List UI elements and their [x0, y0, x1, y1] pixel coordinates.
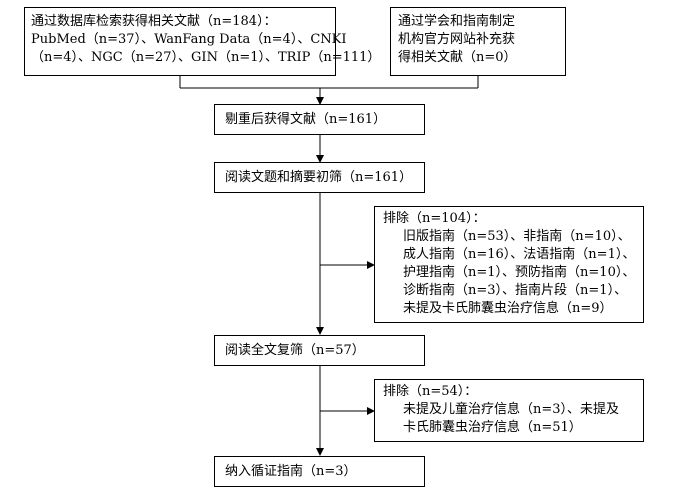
box-line: 阅读全文复筛（n=57）	[225, 343, 365, 358]
society-website-box: 通过学会和指南制定 机构官方网站补充获 得相关文献（n=0）	[390, 7, 566, 76]
included-guidelines-box: 纳入循证指南（n=3）	[214, 456, 425, 487]
fulltext-screen-box: 阅读全文复筛（n=57）	[214, 335, 425, 366]
exclusion-line: 旧版指南（n=53）、非指南（n=10）、	[403, 229, 631, 244]
box-line: 剔重后获得文献（n=161）	[225, 112, 387, 127]
box-line: （n=4）、NGC（n=27）、GIN（n=1）、TRIP（n=111）	[31, 50, 381, 65]
exclusion-line: 成人指南（n=16）、法语指南（n=1）、	[403, 247, 636, 262]
exclusion-line: 护理指南（n=1）、预防指南（n=10）、	[403, 265, 636, 280]
box-line: 阅读文题和摘要初筛（n=161）	[225, 170, 413, 185]
box-line: 得相关文献（n=0）	[398, 50, 517, 65]
dedup-box: 剔重后获得文献（n=161）	[214, 104, 425, 135]
exclusion-box-1: 排除（n=104）： 旧版指南（n=53）、非指南（n=10）、 成人指南（n=…	[374, 206, 644, 323]
box-line: 通过数据库检索获得相关文献（n=184）：	[31, 14, 277, 29]
box-line: 机构官方网站补充获	[398, 32, 516, 47]
box-line: 通过学会和指南制定	[398, 14, 516, 29]
exclusion-line: 未提及儿童治疗信息（n=3）、未提及	[403, 402, 620, 417]
exclusion-box-2: 排除（n=54）： 未提及儿童治疗信息（n=3）、未提及 卡氏肺囊虫治疗信息（n…	[374, 379, 644, 442]
title-abstract-screen-box: 阅读文题和摘要初筛（n=161）	[214, 162, 425, 193]
exclusion-title: 排除（n=54）：	[383, 384, 478, 399]
box-line: PubMed（n=37）、WanFang Data（n=4）、CNKI	[31, 32, 347, 47]
database-search-box: 通过数据库检索获得相关文献（n=184）： PubMed（n=37）、WanFa…	[24, 7, 381, 76]
exclusion-line: 卡氏肺囊虫治疗信息（n=51）	[403, 420, 582, 435]
exclusion-line: 未提及卡氏肺囊虫治疗信息（n=9）	[403, 301, 613, 316]
exclusion-title: 排除（n=104）：	[383, 211, 486, 226]
box-line: 纳入循证指南（n=3）	[225, 464, 357, 479]
exclusion-line: 诊断指南（n=3）、指南片段（n=1）、	[403, 283, 628, 298]
